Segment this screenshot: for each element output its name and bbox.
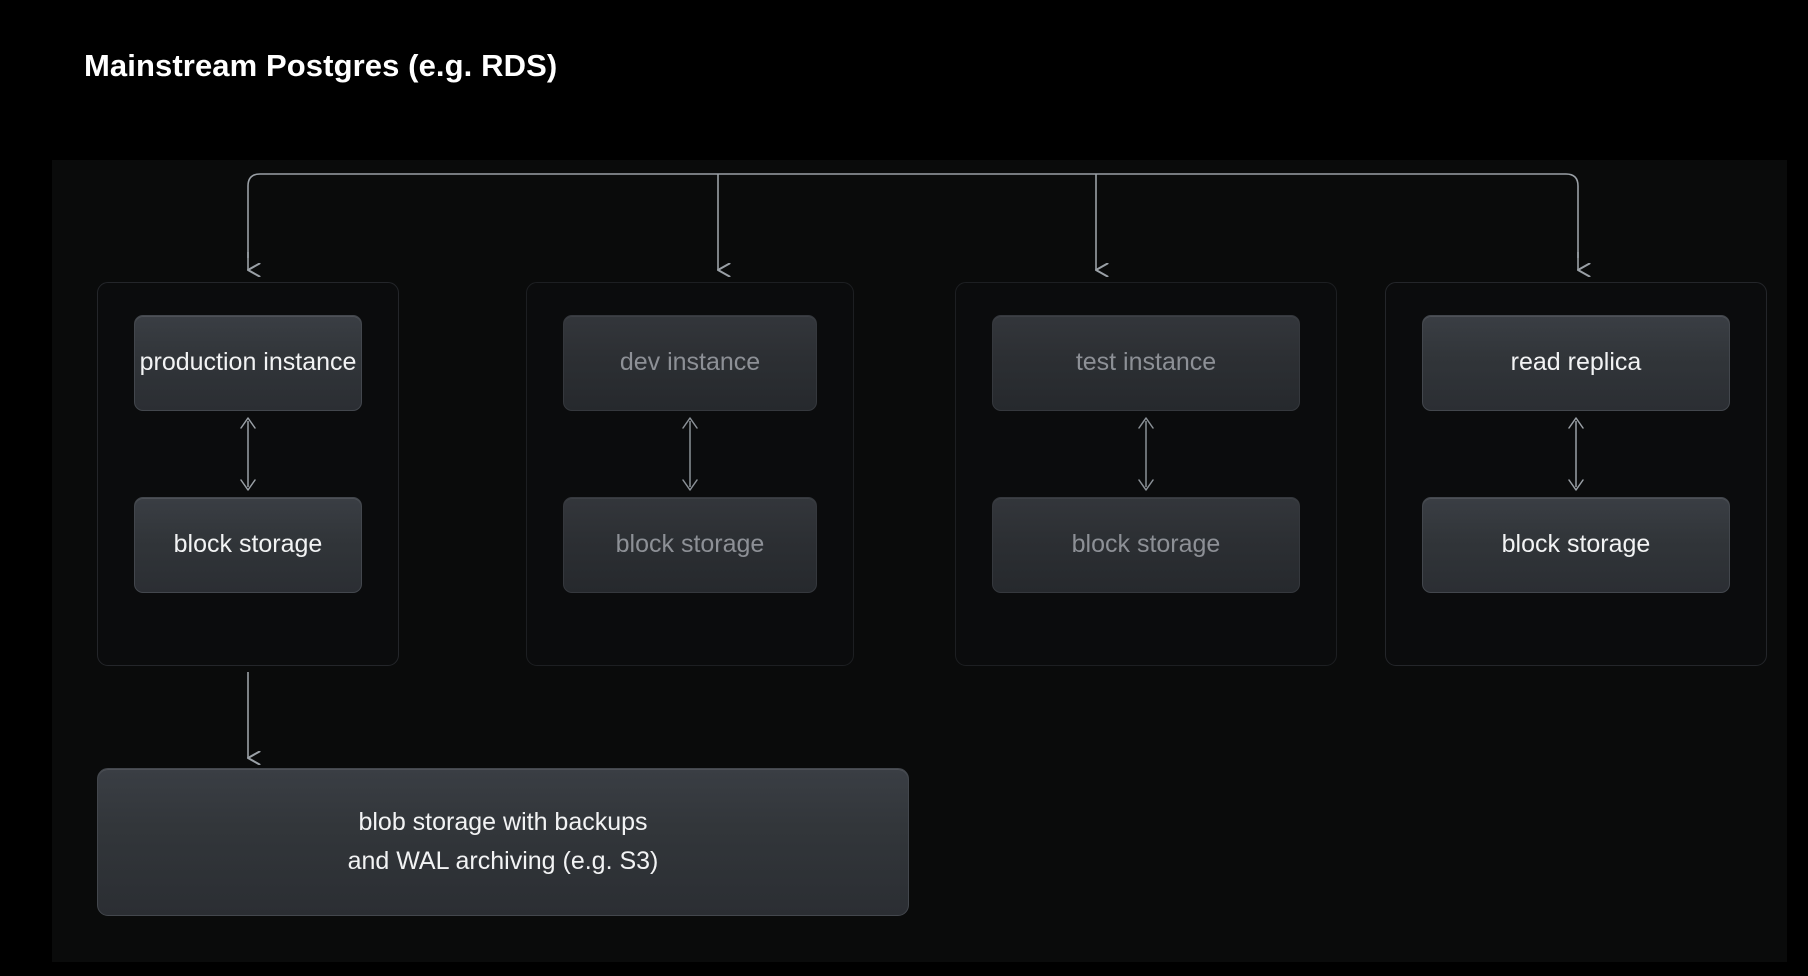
diagram-panel: production instance block storage dev in…: [52, 160, 1787, 962]
node-blob-storage[interactable]: blob storage with backups and WAL archiv…: [97, 768, 909, 916]
node-block-storage-replica[interactable]: block storage: [1422, 497, 1730, 593]
node-label: test instance: [1075, 348, 1217, 377]
node-label: dev instance: [619, 348, 761, 377]
bidirectional-arrow-icon: [240, 417, 256, 491]
node-label: read replica: [1510, 348, 1642, 377]
node-block-storage-test[interactable]: block storage: [992, 497, 1300, 593]
column-card-production[interactable]: production instance block storage: [97, 282, 399, 666]
node-block-storage-production[interactable]: block storage: [134, 497, 362, 593]
blob-storage-line-1: blob storage with backups: [358, 808, 648, 837]
node-label: block storage: [615, 530, 765, 559]
blob-storage-line-2: and WAL archiving (e.g. S3): [347, 847, 659, 875]
bidirectional-arrow-icon: [682, 417, 698, 491]
node-label: block storage: [1501, 530, 1651, 559]
node-label: block storage: [173, 530, 323, 559]
page-title: Mainstream Postgres (e.g. RDS): [84, 48, 558, 83]
node-production-instance[interactable]: production instance: [134, 315, 362, 411]
column-card-test[interactable]: test instance block storage: [955, 282, 1337, 666]
node-block-storage-dev[interactable]: block storage: [563, 497, 817, 593]
node-read-replica[interactable]: read replica: [1422, 315, 1730, 411]
column-card-read-replica[interactable]: read replica block storage: [1385, 282, 1767, 666]
node-label: production instance: [139, 348, 357, 377]
bidirectional-arrow-icon: [1138, 417, 1154, 491]
node-label: block storage: [1071, 530, 1221, 559]
node-dev-instance[interactable]: dev instance: [563, 315, 817, 411]
node-test-instance[interactable]: test instance: [992, 315, 1300, 411]
column-card-dev[interactable]: dev instance block storage: [526, 282, 854, 666]
bidirectional-arrow-icon: [1568, 417, 1584, 491]
